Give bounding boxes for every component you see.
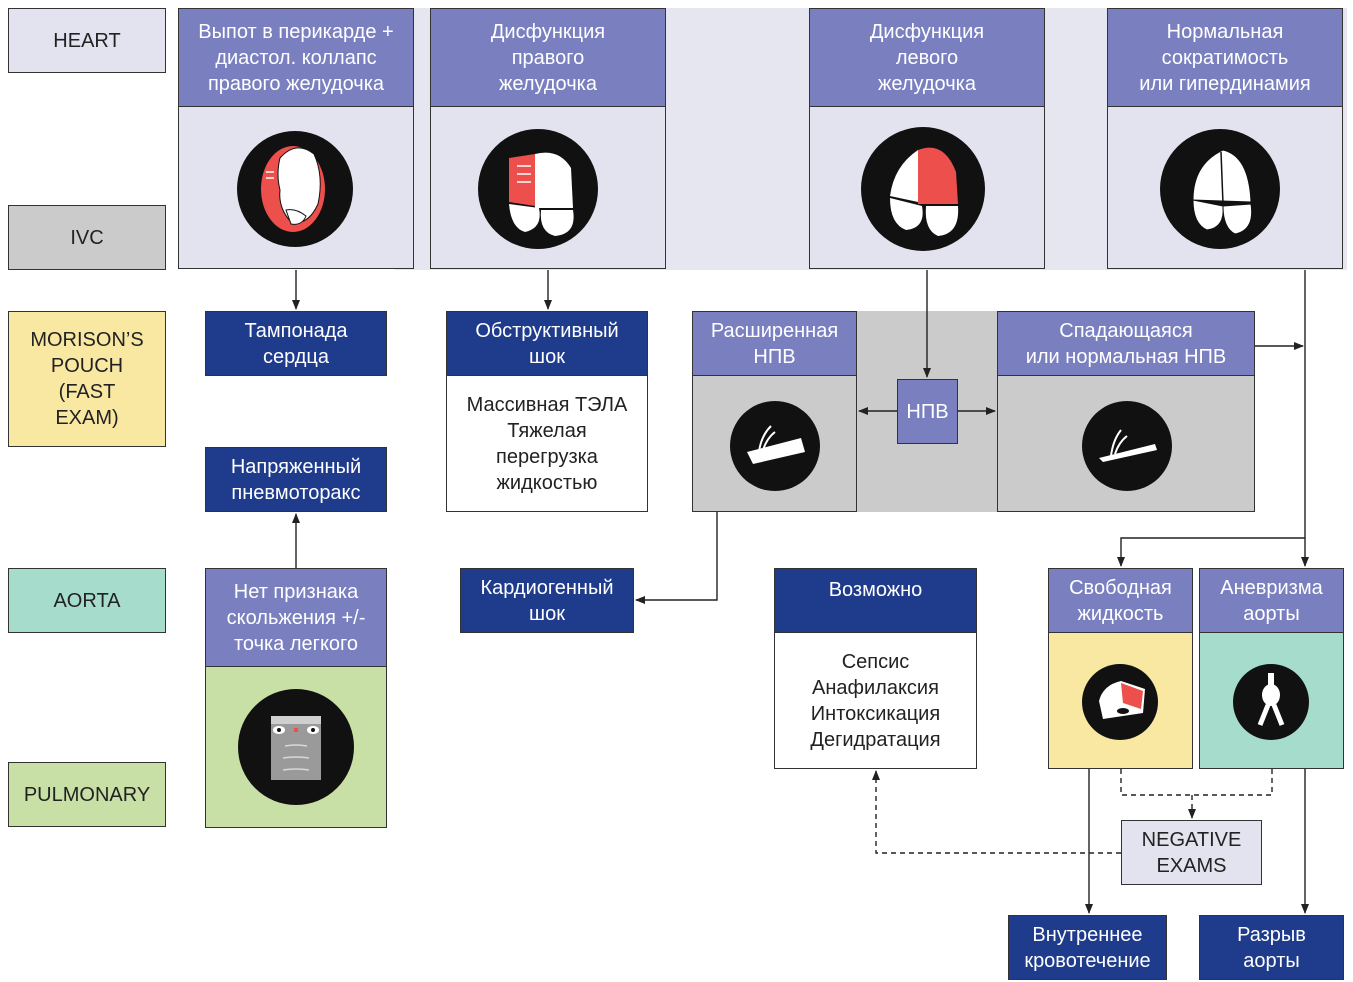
legend-pulmonary: PULMONARY [8, 762, 166, 827]
tamponade-heart-icon [237, 131, 353, 247]
outcome-tamponade: Тампонада сердца [205, 311, 387, 376]
negative-exams: NEGATIVE EXAMS [1121, 820, 1262, 885]
ivc-dilated-icon [730, 401, 820, 491]
heart-card-rv-title: Дисфункция правого желудочка [430, 8, 666, 107]
possible-causes: Сепсис Анафилаксия Интоксикация Дегидрат… [774, 632, 977, 769]
legend-morison: MORISON’S POUCH (FAST EXAM) [8, 311, 166, 447]
aortic-aneurysm-icon [1233, 664, 1309, 740]
outcome-aortic-rupture: Разрыв аорты [1199, 915, 1344, 980]
heart-card-normal-title: Нормальная сократимость или гипердинамия [1107, 8, 1343, 107]
pulmonary-card-title: Нет признака скольжения +/- точка легког… [205, 568, 387, 667]
outcome-obstructive-shock: Обструктивный шок [446, 311, 648, 376]
free-fluid-icon [1082, 664, 1158, 740]
obstructive-causes: Массивная ТЭЛА Тяжелая перегрузка жидкос… [446, 375, 648, 512]
legend-heart: HEART [8, 8, 166, 73]
normal-heart-icon [1160, 129, 1280, 249]
legend-aorta: AORTA [8, 568, 166, 633]
lung-ultrasound-icon [238, 689, 354, 805]
fast-free-fluid-title: Свободная жидкость [1048, 568, 1193, 633]
ivc-collapsing-icon [1082, 401, 1172, 491]
ivc-dilated-title: Расширенная НПВ [692, 311, 857, 376]
ivc-collapsing-title: Спадающаяся или нормальная НПВ [997, 311, 1255, 376]
rv-dilated-heart-icon [478, 129, 598, 249]
outcome-tension-pneumothorax: Напряженный пневмоторакс [205, 447, 387, 512]
legend-ivc: IVC [8, 205, 166, 270]
aortic-aneurysm-title: Аневризма аорты [1199, 568, 1344, 633]
heart-card-lv-title: Дисфункция левого желудочка [809, 8, 1045, 107]
heart-card-tamponade-title: Выпот в перикарде + диастол. коллапс пра… [178, 8, 414, 107]
ivc-center-node: НПВ [897, 379, 958, 444]
outcome-internal-bleeding: Внутреннее кровотечение [1008, 915, 1167, 980]
lv-dilated-heart-icon [861, 127, 985, 251]
outcome-cardiogenic-shock: Кардиогенный шок [460, 568, 634, 633]
outcome-possible: Возможно [774, 568, 977, 633]
